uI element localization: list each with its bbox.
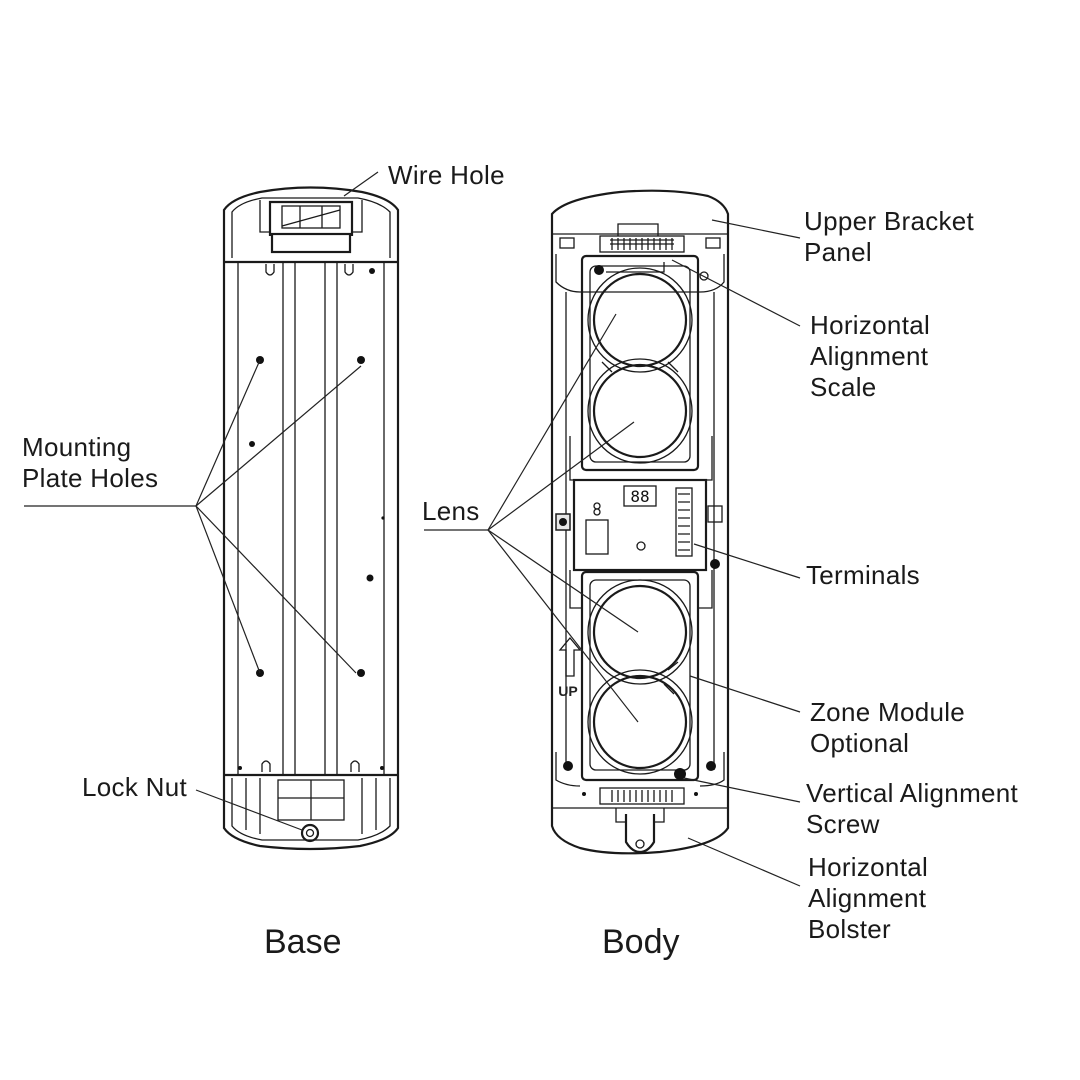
lock-nut-block: [277, 779, 345, 843]
upper-bracket-panel: [552, 223, 728, 293]
terminal-block: [675, 487, 693, 557]
lens: [592, 363, 688, 459]
body-drawing: 88 UP: [550, 189, 730, 855]
label-line: Screw: [806, 809, 880, 839]
label-terminals: Terminals: [806, 560, 920, 590]
lens: [592, 674, 688, 770]
label-line: Scale: [810, 372, 877, 402]
body-outline: [550, 189, 730, 855]
mounting-hole: [366, 574, 374, 582]
label-line: Bolster: [808, 914, 892, 944]
base-drawing: [222, 186, 400, 851]
label-vertical-alignment-screw: Vertical Alignment Screw: [806, 778, 1018, 840]
mounting-hole: [357, 669, 365, 677]
lens: [592, 584, 688, 680]
label-lock-nut: Lock Nut: [82, 772, 188, 802]
label-wire-hole: Wire Hole: [388, 160, 505, 190]
wire-hole-block: [259, 200, 363, 254]
label-line: Vertical Alignment: [806, 778, 1019, 808]
label-line: Upper Bracket: [804, 206, 975, 236]
caption-base: Base: [264, 923, 342, 961]
up-marker: UP: [558, 683, 577, 699]
label-zone-module-optional: Zone Module Optional: [810, 697, 965, 759]
label-line: Zone Module: [810, 697, 966, 727]
display-digits: 88: [630, 487, 649, 506]
label-line: Mounting: [22, 432, 132, 462]
mounting-hole: [249, 441, 255, 447]
caption-body: Body: [602, 923, 680, 961]
lock-nut: [300, 823, 320, 843]
label-horizontal-alignment-scale: Horizontal Alignment Scale: [810, 310, 930, 403]
label-mounting-plate-holes: Mounting Plate Holes: [22, 432, 158, 494]
label-line: Horizontal: [810, 310, 931, 340]
base-outline: [222, 186, 400, 851]
label-line: Panel: [804, 237, 872, 267]
leader-lines: [24, 171, 801, 887]
up-arrow-icon: UP: [558, 636, 582, 699]
label-lens: Lens: [422, 496, 480, 526]
lens: [592, 272, 688, 368]
upper-lens-housing: [580, 254, 709, 472]
control-board: 88: [555, 436, 723, 572]
label-line: Horizontal: [808, 852, 929, 882]
label-line: Plate Holes: [22, 463, 159, 493]
lower-lens-housing: [569, 570, 713, 782]
mounting-hole: [357, 356, 365, 364]
label-line: Alignment: [808, 883, 927, 913]
label-line: Alignment: [810, 341, 929, 371]
label-upper-bracket-panel: Upper Bracket Panel: [804, 206, 974, 268]
label-line: Optional: [810, 728, 910, 758]
label-horizontal-alignment-bolster: Horizontal Alignment Bolster: [808, 852, 928, 945]
lower-bracket: [552, 752, 728, 854]
